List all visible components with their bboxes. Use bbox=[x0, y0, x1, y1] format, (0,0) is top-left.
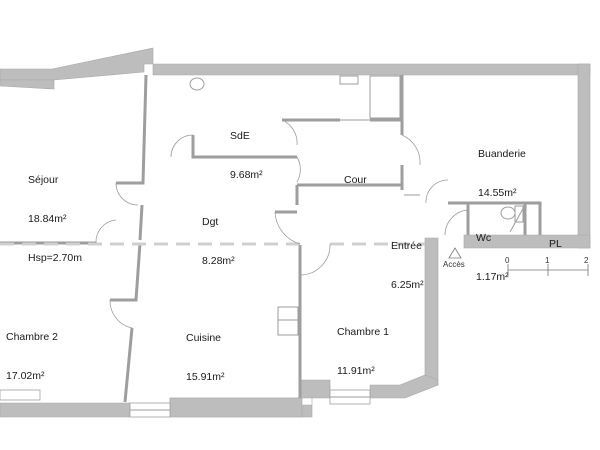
shower-icon bbox=[369, 75, 401, 119]
room-sejour: Séjour 18.84m² Hsp=2.70m bbox=[28, 148, 82, 278]
room-cuisine: Cuisine 15.91m² bbox=[186, 306, 225, 397]
room-chambre-1: Chambre 1 11.91m² bbox=[337, 300, 389, 391]
room-name: Wc bbox=[476, 232, 492, 244]
room-area: 8.28m² bbox=[202, 255, 235, 267]
room-area: 17.02m² bbox=[6, 370, 45, 382]
room-name: Cour bbox=[344, 174, 367, 186]
room-name: PL bbox=[549, 238, 562, 250]
room-name: SdE bbox=[230, 130, 250, 142]
doors bbox=[95, 119, 469, 329]
room-area: 1.17m² bbox=[476, 271, 509, 283]
scale-tick-2: 2 bbox=[584, 256, 589, 265]
sink-icon bbox=[277, 306, 299, 336]
scale-tick-0: 0 bbox=[505, 256, 510, 265]
scale-bar bbox=[507, 264, 589, 276]
room-wc: Wc 1.17m² bbox=[476, 206, 509, 297]
room-name: Chambre 2 bbox=[6, 331, 58, 343]
room-area: 11.91m² bbox=[337, 365, 375, 377]
room-name: Cuisine bbox=[186, 332, 222, 344]
room-area: 18.84m² bbox=[28, 213, 67, 225]
room-name: Buanderie bbox=[478, 148, 526, 160]
interior-walls bbox=[0, 74, 542, 403]
room-name: Entrée bbox=[391, 240, 422, 252]
room-pl: PL bbox=[549, 212, 562, 264]
washbasin-icon bbox=[189, 77, 205, 91]
room-name: Chambre 1 bbox=[337, 326, 389, 338]
room-name: Séjour bbox=[28, 174, 59, 186]
room-chambre-2: Chambre 2 17.02m² bbox=[6, 305, 58, 396]
room-dgt: Dgt 8.28m² bbox=[202, 190, 235, 281]
scale-tick-1: 1 bbox=[545, 256, 550, 265]
exterior-walls bbox=[0, 47, 591, 418]
room-buanderie: Buanderie 14.55m² bbox=[478, 122, 526, 213]
room-entree: Entrée 6.25m² bbox=[391, 214, 424, 305]
access-label: Accès bbox=[443, 260, 465, 269]
windows bbox=[0, 389, 371, 418]
access-icon bbox=[448, 247, 462, 259]
room-area: 14.55m² bbox=[478, 187, 517, 199]
room-area: 9.68m² bbox=[230, 169, 263, 181]
room-cour: Cour bbox=[344, 148, 367, 200]
room-height: Hsp=2.70m bbox=[28, 252, 82, 264]
room-area: 15.91m² bbox=[186, 371, 225, 383]
room-area: 6.25m² bbox=[391, 279, 424, 291]
fixtures bbox=[189, 75, 526, 336]
room-name: Dgt bbox=[202, 216, 219, 228]
room-sde: SdE 9.68m² bbox=[230, 104, 263, 195]
